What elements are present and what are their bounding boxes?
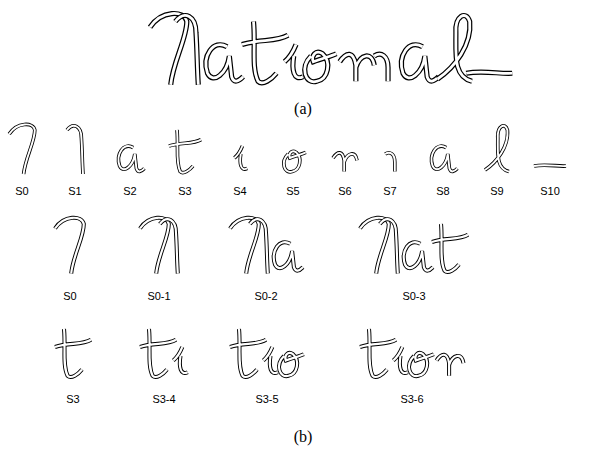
segment-label: S2 <box>123 185 136 197</box>
segment-label: S0 <box>63 290 76 302</box>
subfigure-caption: (b) <box>294 428 313 446</box>
segment-row <box>9 124 566 174</box>
segment-label: S3 <box>178 185 191 197</box>
segment-label: S5 <box>286 185 299 197</box>
composition-row-s3 <box>55 329 464 377</box>
segment-label: S1 <box>68 185 81 197</box>
segment-label: S0-1 <box>147 290 170 302</box>
segment-label: S0 <box>15 185 28 197</box>
segment-label: S3-5 <box>255 393 278 405</box>
segment-label: S0-3 <box>402 290 425 302</box>
segment-label: S9 <box>490 185 503 197</box>
segment-label: S4 <box>233 185 246 197</box>
segment-label: S3-6 <box>400 393 423 405</box>
segment-label: S0-2 <box>254 290 277 302</box>
subfigure-caption: (a) <box>294 100 312 118</box>
word-national <box>150 13 512 84</box>
segment-label: S7 <box>383 185 396 197</box>
segment-label: S3-4 <box>152 393 175 405</box>
segment-label: S10 <box>540 185 560 197</box>
segment-label: S6 <box>338 185 351 197</box>
composition-row-s0 <box>55 218 468 274</box>
segment-label: S3 <box>66 393 79 405</box>
segment-label: S8 <box>436 185 449 197</box>
